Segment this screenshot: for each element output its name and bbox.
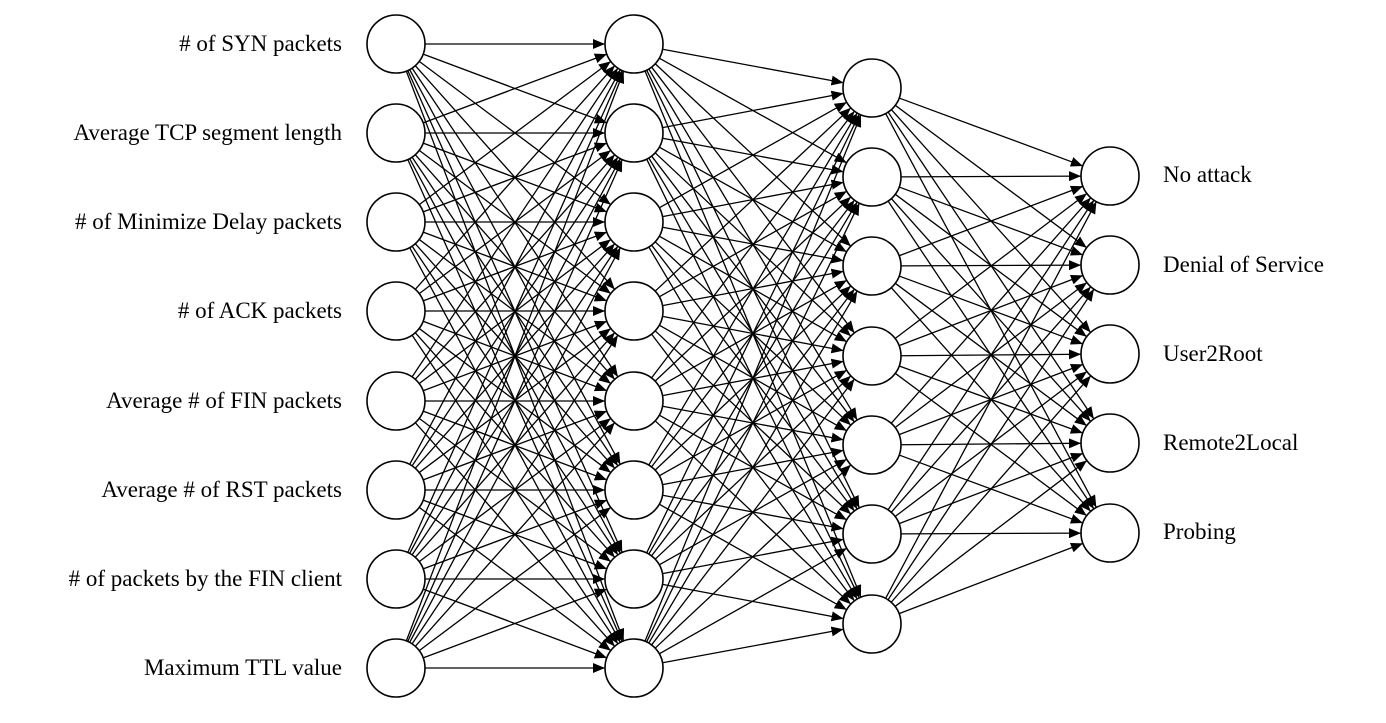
connection-hidden1-7-to-hidden2-5 <box>658 547 848 655</box>
input-node-6 <box>366 549 426 609</box>
connection-input-7-to-hidden1-5 <box>418 506 612 652</box>
hidden2-node-5 <box>842 504 902 564</box>
connection-hidden1-1-to-hidden2-0 <box>662 90 844 129</box>
connection-input-7-to-hidden1-4 <box>414 422 616 647</box>
input-label-min-delay-packets: # of Minimize Delay packets <box>75 209 342 234</box>
input-label-rst-packets: Average # of RST packets <box>101 477 342 502</box>
input-node-0 <box>366 14 426 74</box>
hidden1-node-6 <box>604 549 664 609</box>
connection-hidden1-7-to-hidden2-3 <box>651 378 855 646</box>
output-label-remote2local: Remote2Local <box>1163 430 1299 455</box>
connection-hidden2-3-to-output-0 <box>894 192 1088 340</box>
input-node-3 <box>366 281 426 341</box>
input-node-2 <box>366 192 426 252</box>
hidden1-node-2 <box>604 192 664 252</box>
hidden2-node-6 <box>842 594 902 654</box>
connection-hidden2-6-to-output-1 <box>887 288 1095 601</box>
connection-input-5-to-hidden1-0 <box>409 69 621 465</box>
connection-hidden2-6-to-output-0 <box>885 201 1097 599</box>
connection-input-7-to-hidden1-1 <box>407 159 623 642</box>
connection-hidden2-6-to-output-4 <box>898 542 1084 615</box>
output-node-3 <box>1080 413 1140 473</box>
connection-hidden2-2-to-output-0 <box>898 185 1084 257</box>
connection-hidden2-5-to-output-0 <box>887 199 1095 511</box>
input-node-4 <box>366 371 426 431</box>
hidden1-node-5 <box>604 460 664 520</box>
input-label-ack-packets: # of ACK packets <box>177 298 342 323</box>
hidden1-node-4 <box>604 371 664 431</box>
hidden2-node-2 <box>842 236 902 296</box>
input-label-syn-packets: # of SYN packets <box>179 31 342 56</box>
neurons <box>366 14 1140 698</box>
output-label-no-attack: No attack <box>1163 162 1252 187</box>
connection-hidden1-5-to-hidden2-0 <box>648 112 858 466</box>
connections <box>405 39 1097 673</box>
connection-input-4-to-hidden1-0 <box>411 67 619 378</box>
output-node-1 <box>1080 235 1140 295</box>
hidden2-node-3 <box>842 326 902 386</box>
input-node-5 <box>366 460 426 520</box>
output-label-dos: Denial of Service <box>1163 252 1324 277</box>
hidden2-node-4 <box>842 415 902 475</box>
connection-hidden1-2-to-hidden2-0 <box>658 101 848 209</box>
connection-hidden1-7-to-hidden2-6 <box>662 626 844 664</box>
connection-hidden1-3-to-hidden2-0 <box>654 107 852 292</box>
connection-hidden1-0-to-hidden2-0 <box>662 48 844 86</box>
hidden1-node-7 <box>604 638 664 698</box>
connection-input-1-to-hidden1-0 <box>422 53 608 124</box>
connection-input-2-to-hidden1-0 <box>418 60 612 206</box>
output-label-probing: Probing <box>1163 519 1236 544</box>
connection-input-7-to-hidden1-0 <box>405 70 625 642</box>
hidden1-node-0 <box>604 14 664 74</box>
connection-hidden1-4-to-hidden2-0 <box>651 110 855 379</box>
connection-hidden1-7-to-hidden2-4 <box>654 464 852 649</box>
hidden2-node-0 <box>842 58 902 118</box>
hidden1-node-3 <box>604 281 664 341</box>
hidden2-node-1 <box>842 147 902 207</box>
connection-input-7-to-hidden1-6 <box>422 588 608 659</box>
input-label-fin-client-packets: # of packets by the FIN client <box>68 566 342 591</box>
connection-hidden1-7-to-hidden2-2 <box>648 290 858 644</box>
connection-hidden2-1-to-output-0 <box>900 171 1082 182</box>
output-node-0 <box>1080 146 1140 206</box>
connection-input-3-to-hidden1-0 <box>414 65 616 290</box>
output-node-4 <box>1080 503 1140 563</box>
connection-input-7-to-hidden1-3 <box>411 334 619 645</box>
input-node-7 <box>366 638 426 698</box>
connection-hidden1-6-to-hidden2-0 <box>646 113 860 554</box>
output-label-user2root: User2Root <box>1163 341 1263 366</box>
input-label-max-ttl: Maximum TTL value <box>143 655 342 680</box>
input-label-tcp-segment-length: Average TCP segment length <box>73 120 343 145</box>
connection-input-7-to-hidden1-2 <box>409 247 621 643</box>
input-label-fin-packets: Average # of FIN packets <box>106 388 342 413</box>
connection-hidden2-6-to-output-2 <box>890 375 1092 603</box>
connection-hidden1-7-to-hidden2-1 <box>646 202 860 643</box>
connection-hidden2-0-to-output-0 <box>898 97 1084 167</box>
connection-hidden2-6-to-output-3 <box>894 460 1088 607</box>
connection-hidden1-7-to-hidden2-0 <box>644 114 862 642</box>
input-node-1 <box>366 103 426 163</box>
connection-hidden2-4-to-output-0 <box>890 197 1092 424</box>
connection-input-6-to-hidden1-0 <box>407 70 623 553</box>
output-node-2 <box>1080 324 1140 384</box>
hidden1-node-1 <box>604 103 664 163</box>
